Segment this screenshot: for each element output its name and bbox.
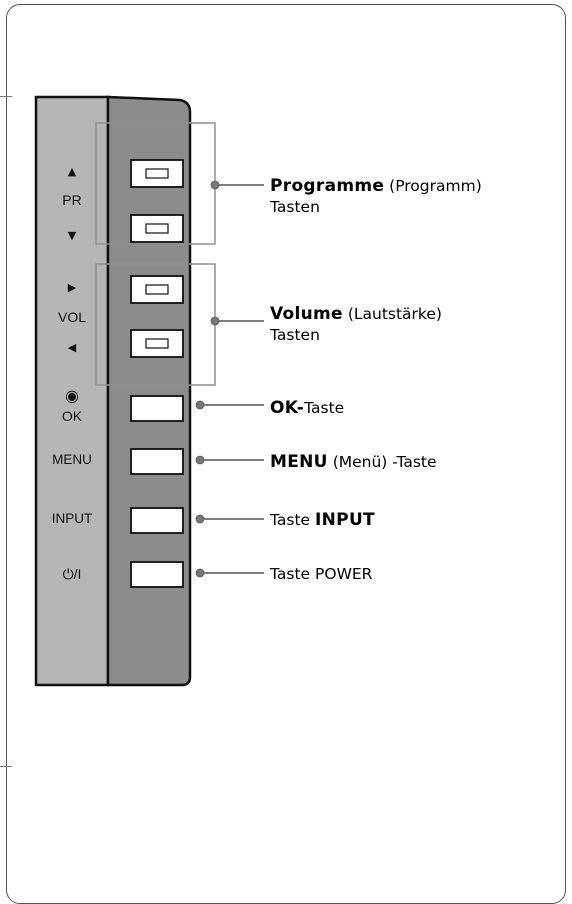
ok-label: OK [61,408,83,424]
callout-power-text: Taste POWER [270,565,373,583]
input-label: INPUT [51,511,93,526]
leader-lines [200,184,264,574]
callout-ok-rest: Taste [304,399,345,417]
callout-volume-line2: Tasten [270,326,320,344]
ok-dot-icon: ◉ [65,386,79,405]
leader-dot-input [195,514,205,524]
menu-label: MENU [52,452,92,467]
side-panel-diagram [34,95,264,687]
callout-menu-bold: MENU [270,452,328,472]
margin-tick-top [0,96,12,97]
vol-left-arrow-icon: ◀ [67,341,77,354]
ok-button[interactable] [130,395,184,422]
leader-dot-power [195,568,205,578]
callout-input: Taste INPUT [270,510,375,531]
leader-dot-volume [210,316,220,326]
callout-menu-rest: (Menü) -Taste [327,453,437,471]
callout-input-pre: Taste [270,511,316,529]
menu-button[interactable] [130,448,184,475]
vol-label: VOL [57,309,86,325]
pr-down-button[interactable] [130,214,184,243]
callout-programme-rest: (Programm) [384,177,482,195]
pr-down-arrow-icon: ▼ [67,229,77,242]
pr-up-button[interactable] [130,159,184,188]
vol-right-arrow-icon: ▶ [67,281,77,294]
callout-ok-bold: OK- [270,398,305,418]
vol-up-button[interactable] [130,275,184,304]
callout-volume-bold: Volume [270,304,343,324]
leader-dot-ok [195,400,205,410]
leader-dot-programme [210,180,220,190]
power-label: ⏻/I [62,566,82,582]
callout-ok: OK-Taste [270,398,344,419]
callout-programme: Programme (Programm) Tasten [270,176,482,218]
callout-volume-rest: (Lautstärke) [342,305,442,323]
power-button[interactable] [130,561,184,588]
leader-dots [195,180,220,578]
callout-power: Taste POWER [270,564,372,585]
input-button[interactable] [130,507,184,534]
callout-programme-bold: Programme [270,176,385,196]
callout-input-bold: INPUT [315,510,375,530]
leader-dot-menu [195,455,205,465]
pr-up-arrow-icon: ▲ [67,165,77,178]
vol-down-button[interactable] [130,329,184,358]
callout-menu: MENU (Menü) -Taste [270,452,437,473]
margin-tick-bottom [0,766,12,767]
pr-label: PR [62,192,82,208]
callout-programme-line2: Tasten [270,198,320,216]
callout-volume: Volume (Lautstärke) Tasten [270,304,442,346]
